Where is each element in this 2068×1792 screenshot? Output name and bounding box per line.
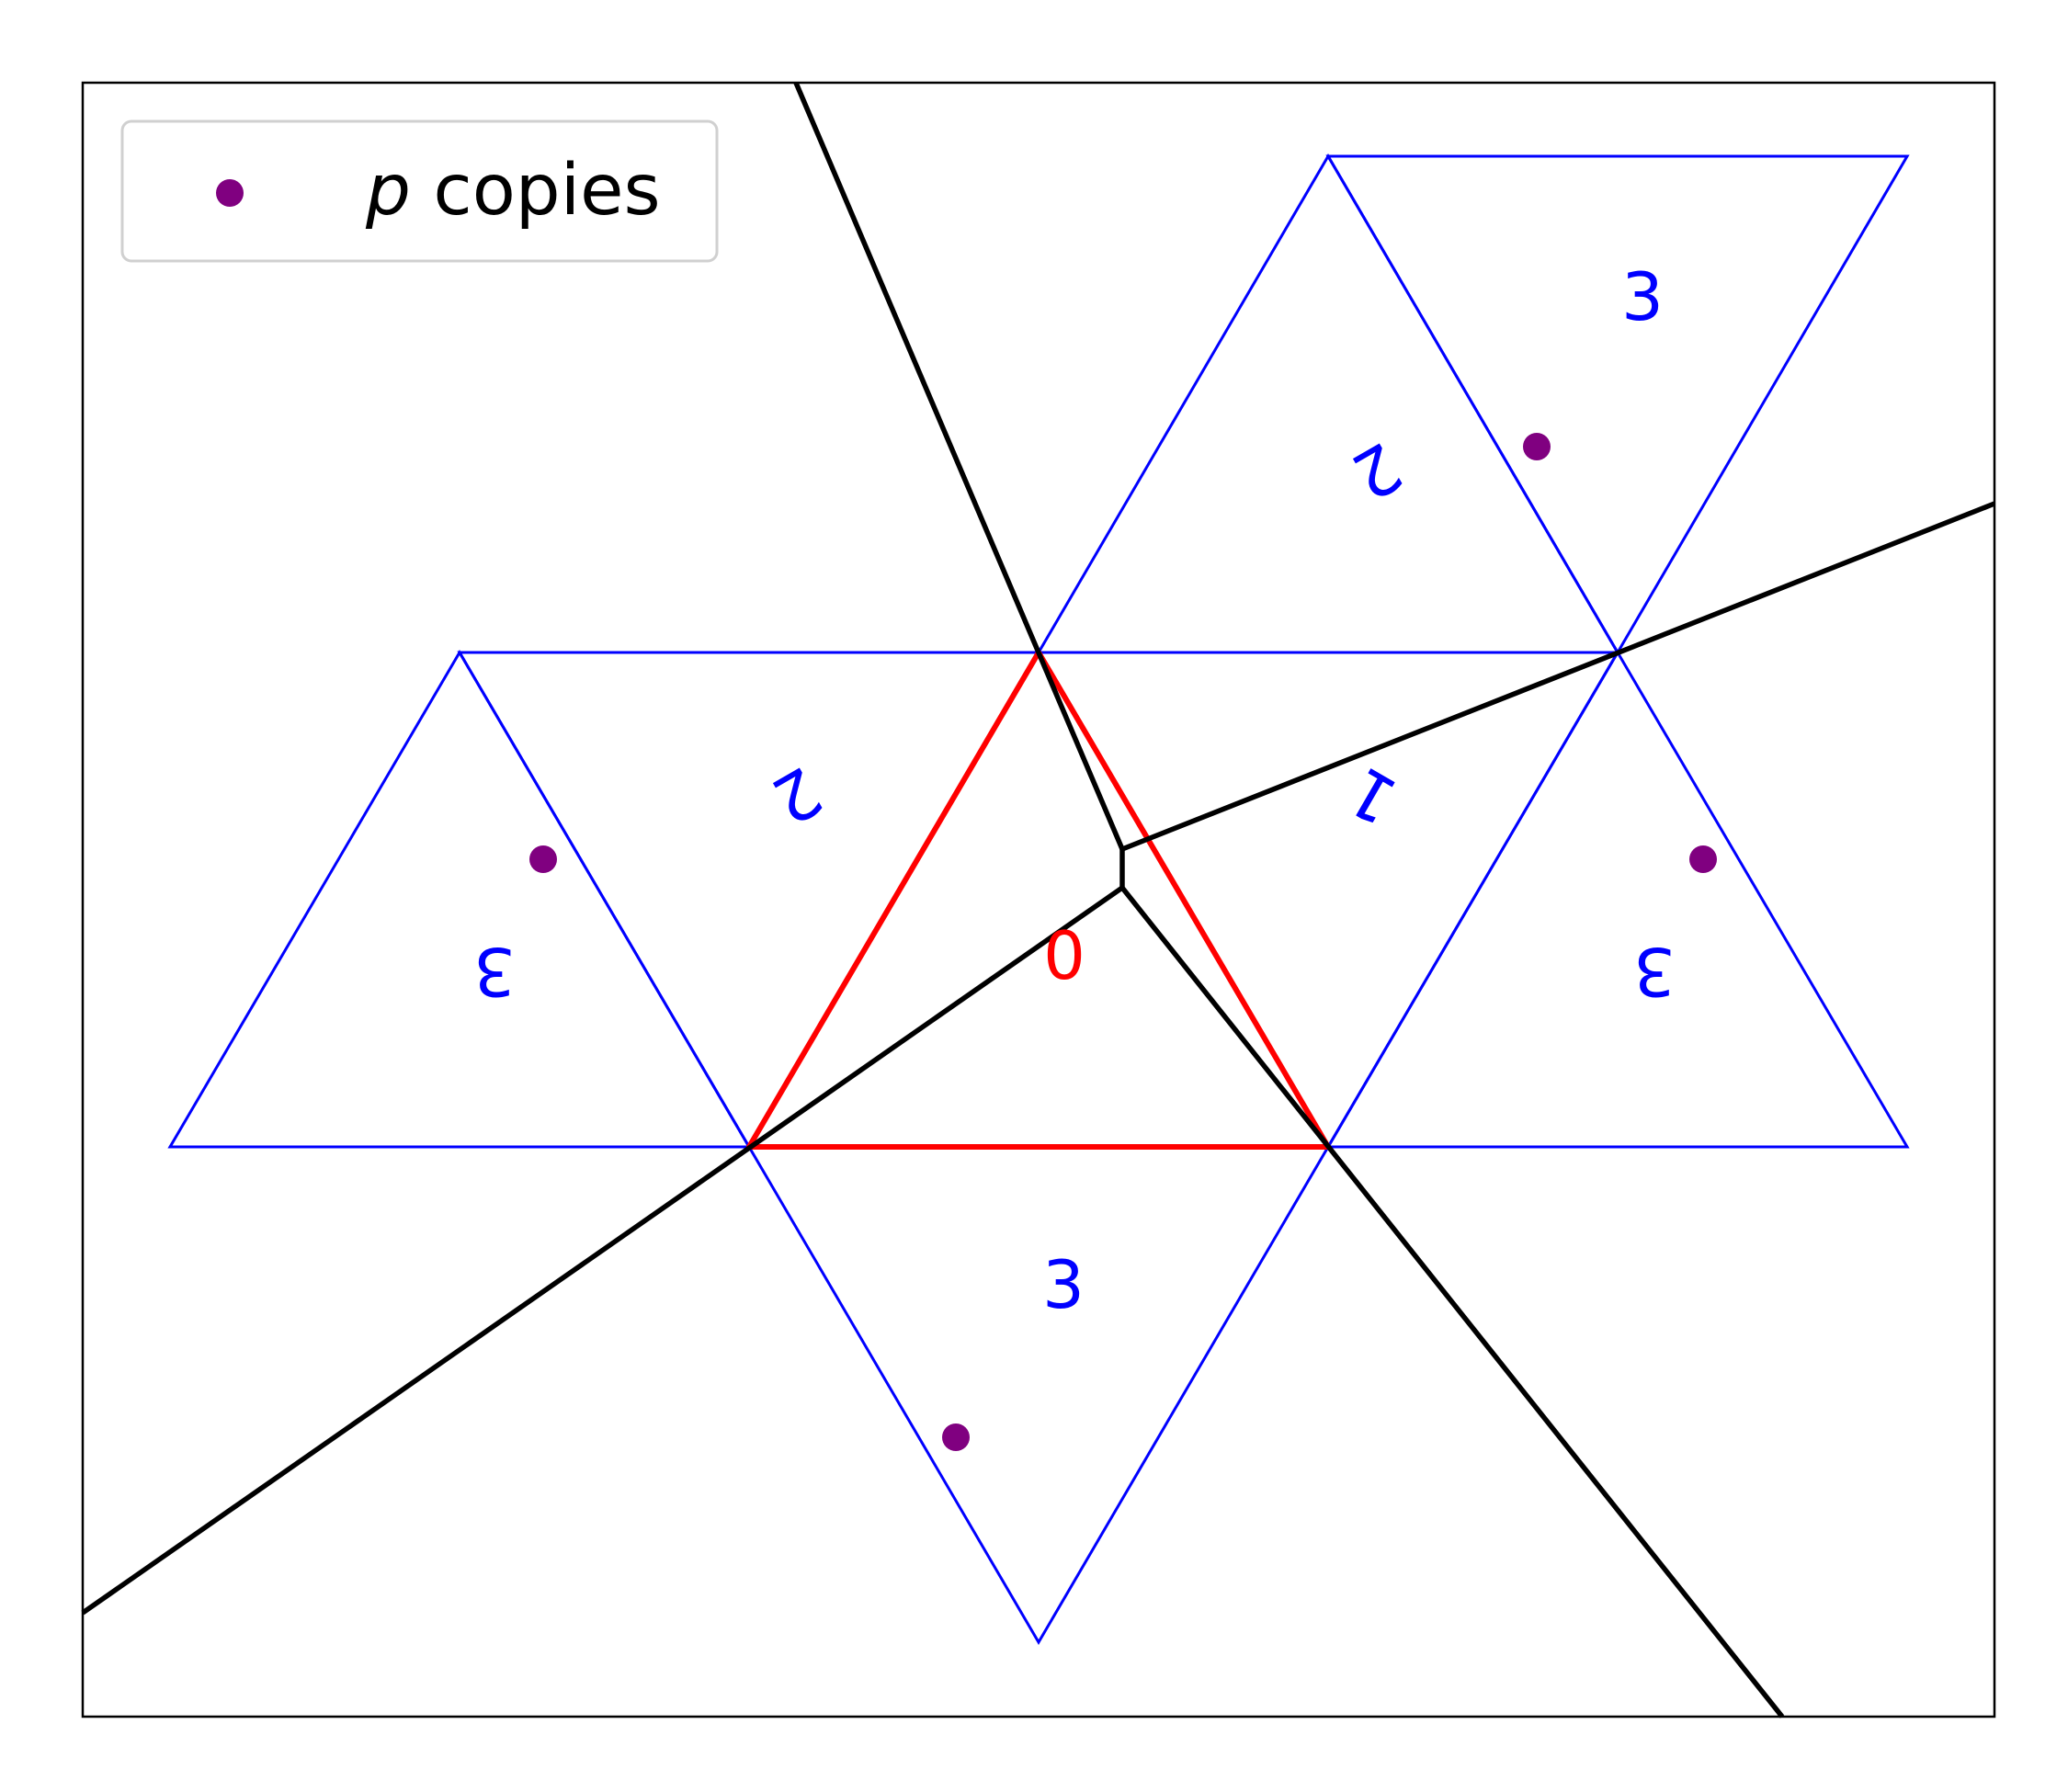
label-down: 3 bbox=[1042, 1246, 1085, 1323]
dividing-lines bbox=[81, 81, 1996, 1718]
legend-symbol: p bbox=[365, 150, 411, 232]
label-up-right: 1 bbox=[1335, 752, 1410, 840]
tiling-triangles bbox=[167, 153, 1910, 1645]
legend-label: p copies bbox=[365, 150, 661, 232]
p-copy-marker bbox=[1523, 433, 1551, 460]
triangle-up-left bbox=[457, 651, 1041, 1150]
p-copy-marker bbox=[1689, 845, 1717, 873]
triangle-far-left bbox=[167, 650, 752, 1149]
triangle-far-right bbox=[1325, 650, 1910, 1149]
divider-lower-right bbox=[1119, 886, 1785, 1718]
plot-frame bbox=[81, 81, 1996, 1718]
triangle-up-right bbox=[1036, 651, 1620, 1150]
legend-label-text: copies bbox=[411, 150, 661, 232]
triangle-top-right bbox=[1325, 154, 1910, 655]
triangle-down bbox=[746, 1145, 1331, 1645]
legend-marker bbox=[216, 179, 244, 207]
label-far-left: 3 bbox=[473, 933, 516, 1010]
legend: p copies bbox=[120, 119, 719, 263]
label-top-left: 2 bbox=[1339, 427, 1415, 516]
legend-box bbox=[120, 119, 719, 263]
divider-lower-left bbox=[81, 885, 1124, 1616]
divider-upper-left bbox=[793, 81, 1125, 851]
p-copy-marker bbox=[942, 1423, 970, 1451]
p-copies bbox=[529, 433, 1717, 1451]
triangle-top-left bbox=[1036, 153, 1620, 654]
base-triangle bbox=[746, 650, 1331, 1150]
label-base: 0 bbox=[1043, 917, 1085, 994]
label-top-right: 3 bbox=[1621, 258, 1664, 335]
p-copy-marker bbox=[529, 845, 557, 873]
label-up-left: 2 bbox=[759, 752, 835, 840]
label-far-right: 3 bbox=[1633, 933, 1676, 1010]
divider-right bbox=[1120, 501, 1996, 852]
